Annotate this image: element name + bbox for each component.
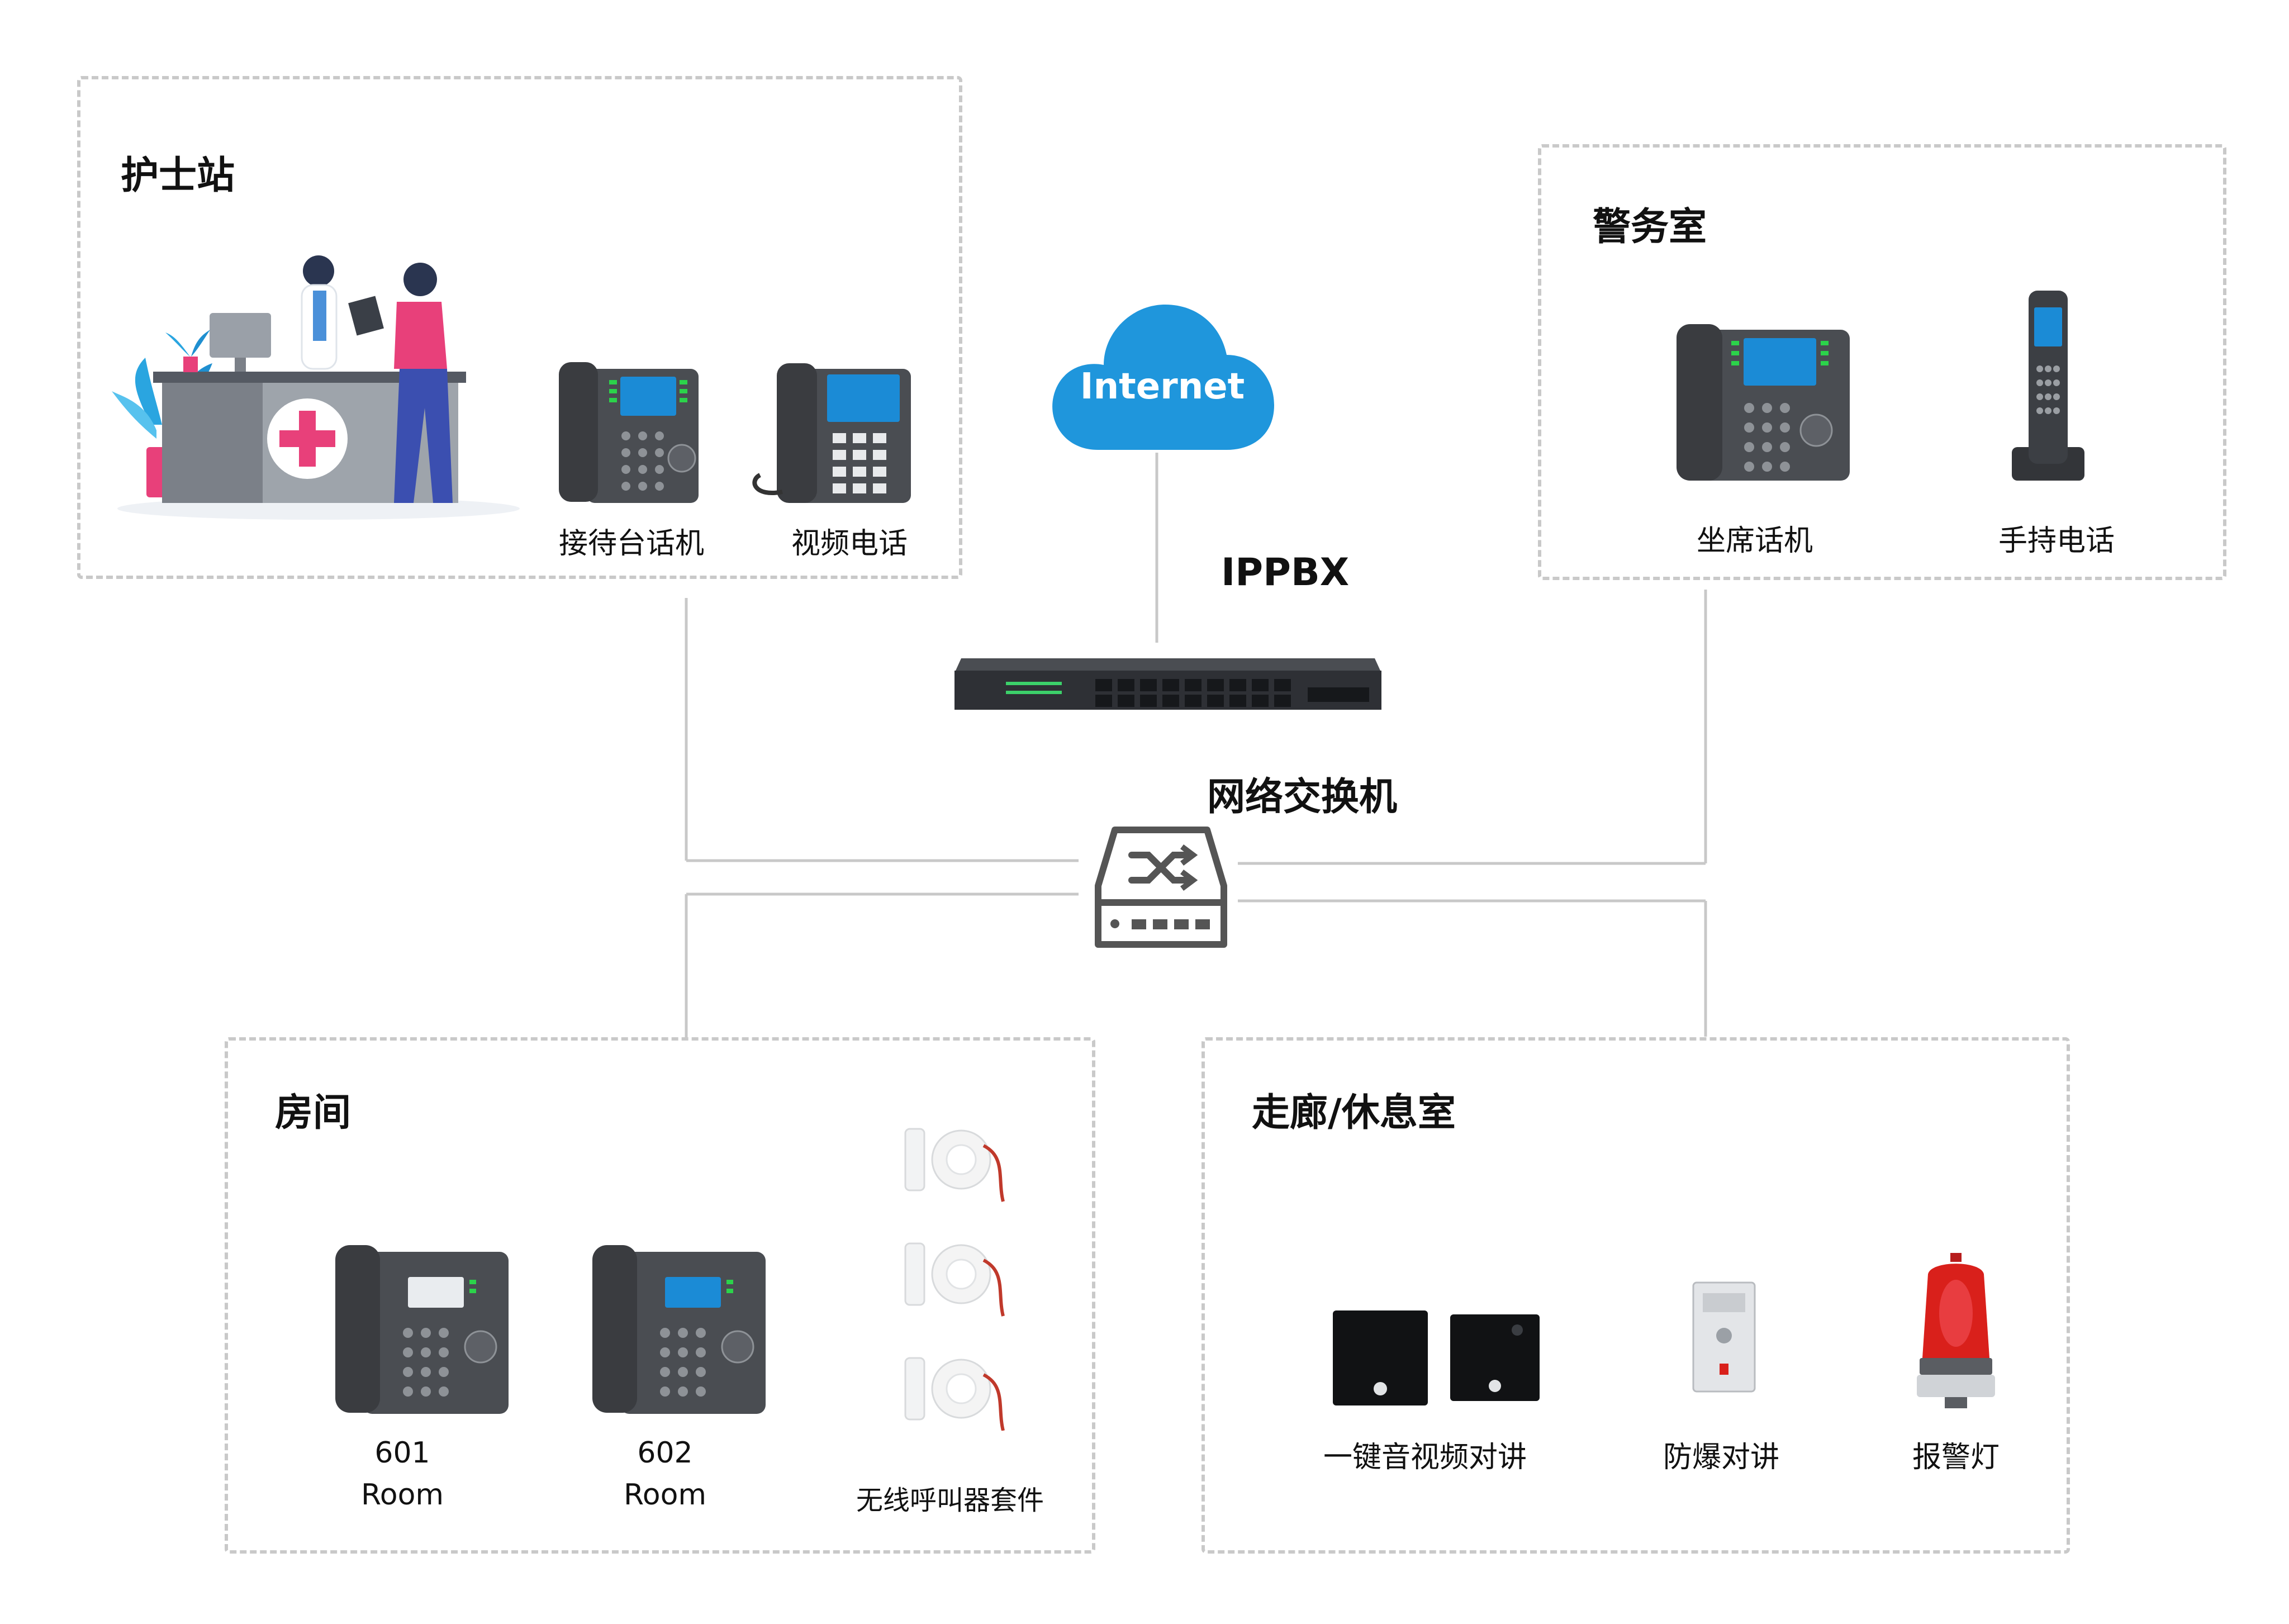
device-label-video-phone: 视频电话: [791, 527, 908, 561]
wireless-call-kit-label: 无线呼叫器套件: [856, 1485, 1044, 1516]
room-601-number: 601: [374, 1436, 430, 1470]
internet-label: Internet: [1080, 366, 1245, 407]
device-label-explosion-proof-intercom: 防爆对讲: [1663, 1441, 1779, 1474]
zone-title-room: 房间: [275, 1091, 352, 1135]
handheld-phone-image: [2012, 291, 2084, 481]
zone-title-police-room: 警务室: [1593, 205, 1707, 249]
reception-phone-image: [559, 362, 699, 503]
wireless-call-kit-image: [904, 1128, 1005, 1431]
room-602-phone-image: [592, 1245, 766, 1414]
nurse-station-illustration: [112, 255, 520, 520]
av-intercom-image: [1333, 1310, 1540, 1405]
zone-title-nurse-station: 护士站: [121, 154, 235, 198]
ippbx-server-image: [954, 658, 1381, 710]
video-phone-image: [752, 363, 911, 503]
explosion-proof-intercom-image: [1692, 1281, 1756, 1393]
room-602-number: 602: [637, 1436, 693, 1470]
device-label-reception-phone: 接待台话机: [558, 527, 704, 561]
alarm-light-image: [1917, 1253, 1995, 1408]
room-601-label: Room: [360, 1478, 444, 1512]
device-label-handheld-phone: 手持电话: [1998, 524, 2115, 558]
zone-room: [225, 1037, 1095, 1554]
zone-corridor: [1202, 1037, 2070, 1554]
zone-title-corridor: 走廊/休息室: [1252, 1091, 1456, 1135]
zone-police-room: [1538, 144, 2226, 580]
device-label-av-intercom: 一键音视频对讲: [1323, 1441, 1527, 1474]
zone-nurse-station: [77, 76, 962, 579]
agent-phone-image: [1677, 324, 1850, 481]
room-602-label: Room: [623, 1478, 707, 1512]
room-601-phone-image: [335, 1245, 509, 1414]
device-label-alarm-light: 报警灯: [1912, 1441, 2000, 1474]
switch-icon: [1095, 827, 1227, 948]
internet-cloud-icon: [1052, 305, 1274, 450]
ippbx-label: IPPBX: [1221, 550, 1350, 595]
device-label-agent-phone: 坐席话机: [1696, 524, 1813, 558]
switch-label: 网络交换机: [1207, 775, 1398, 819]
